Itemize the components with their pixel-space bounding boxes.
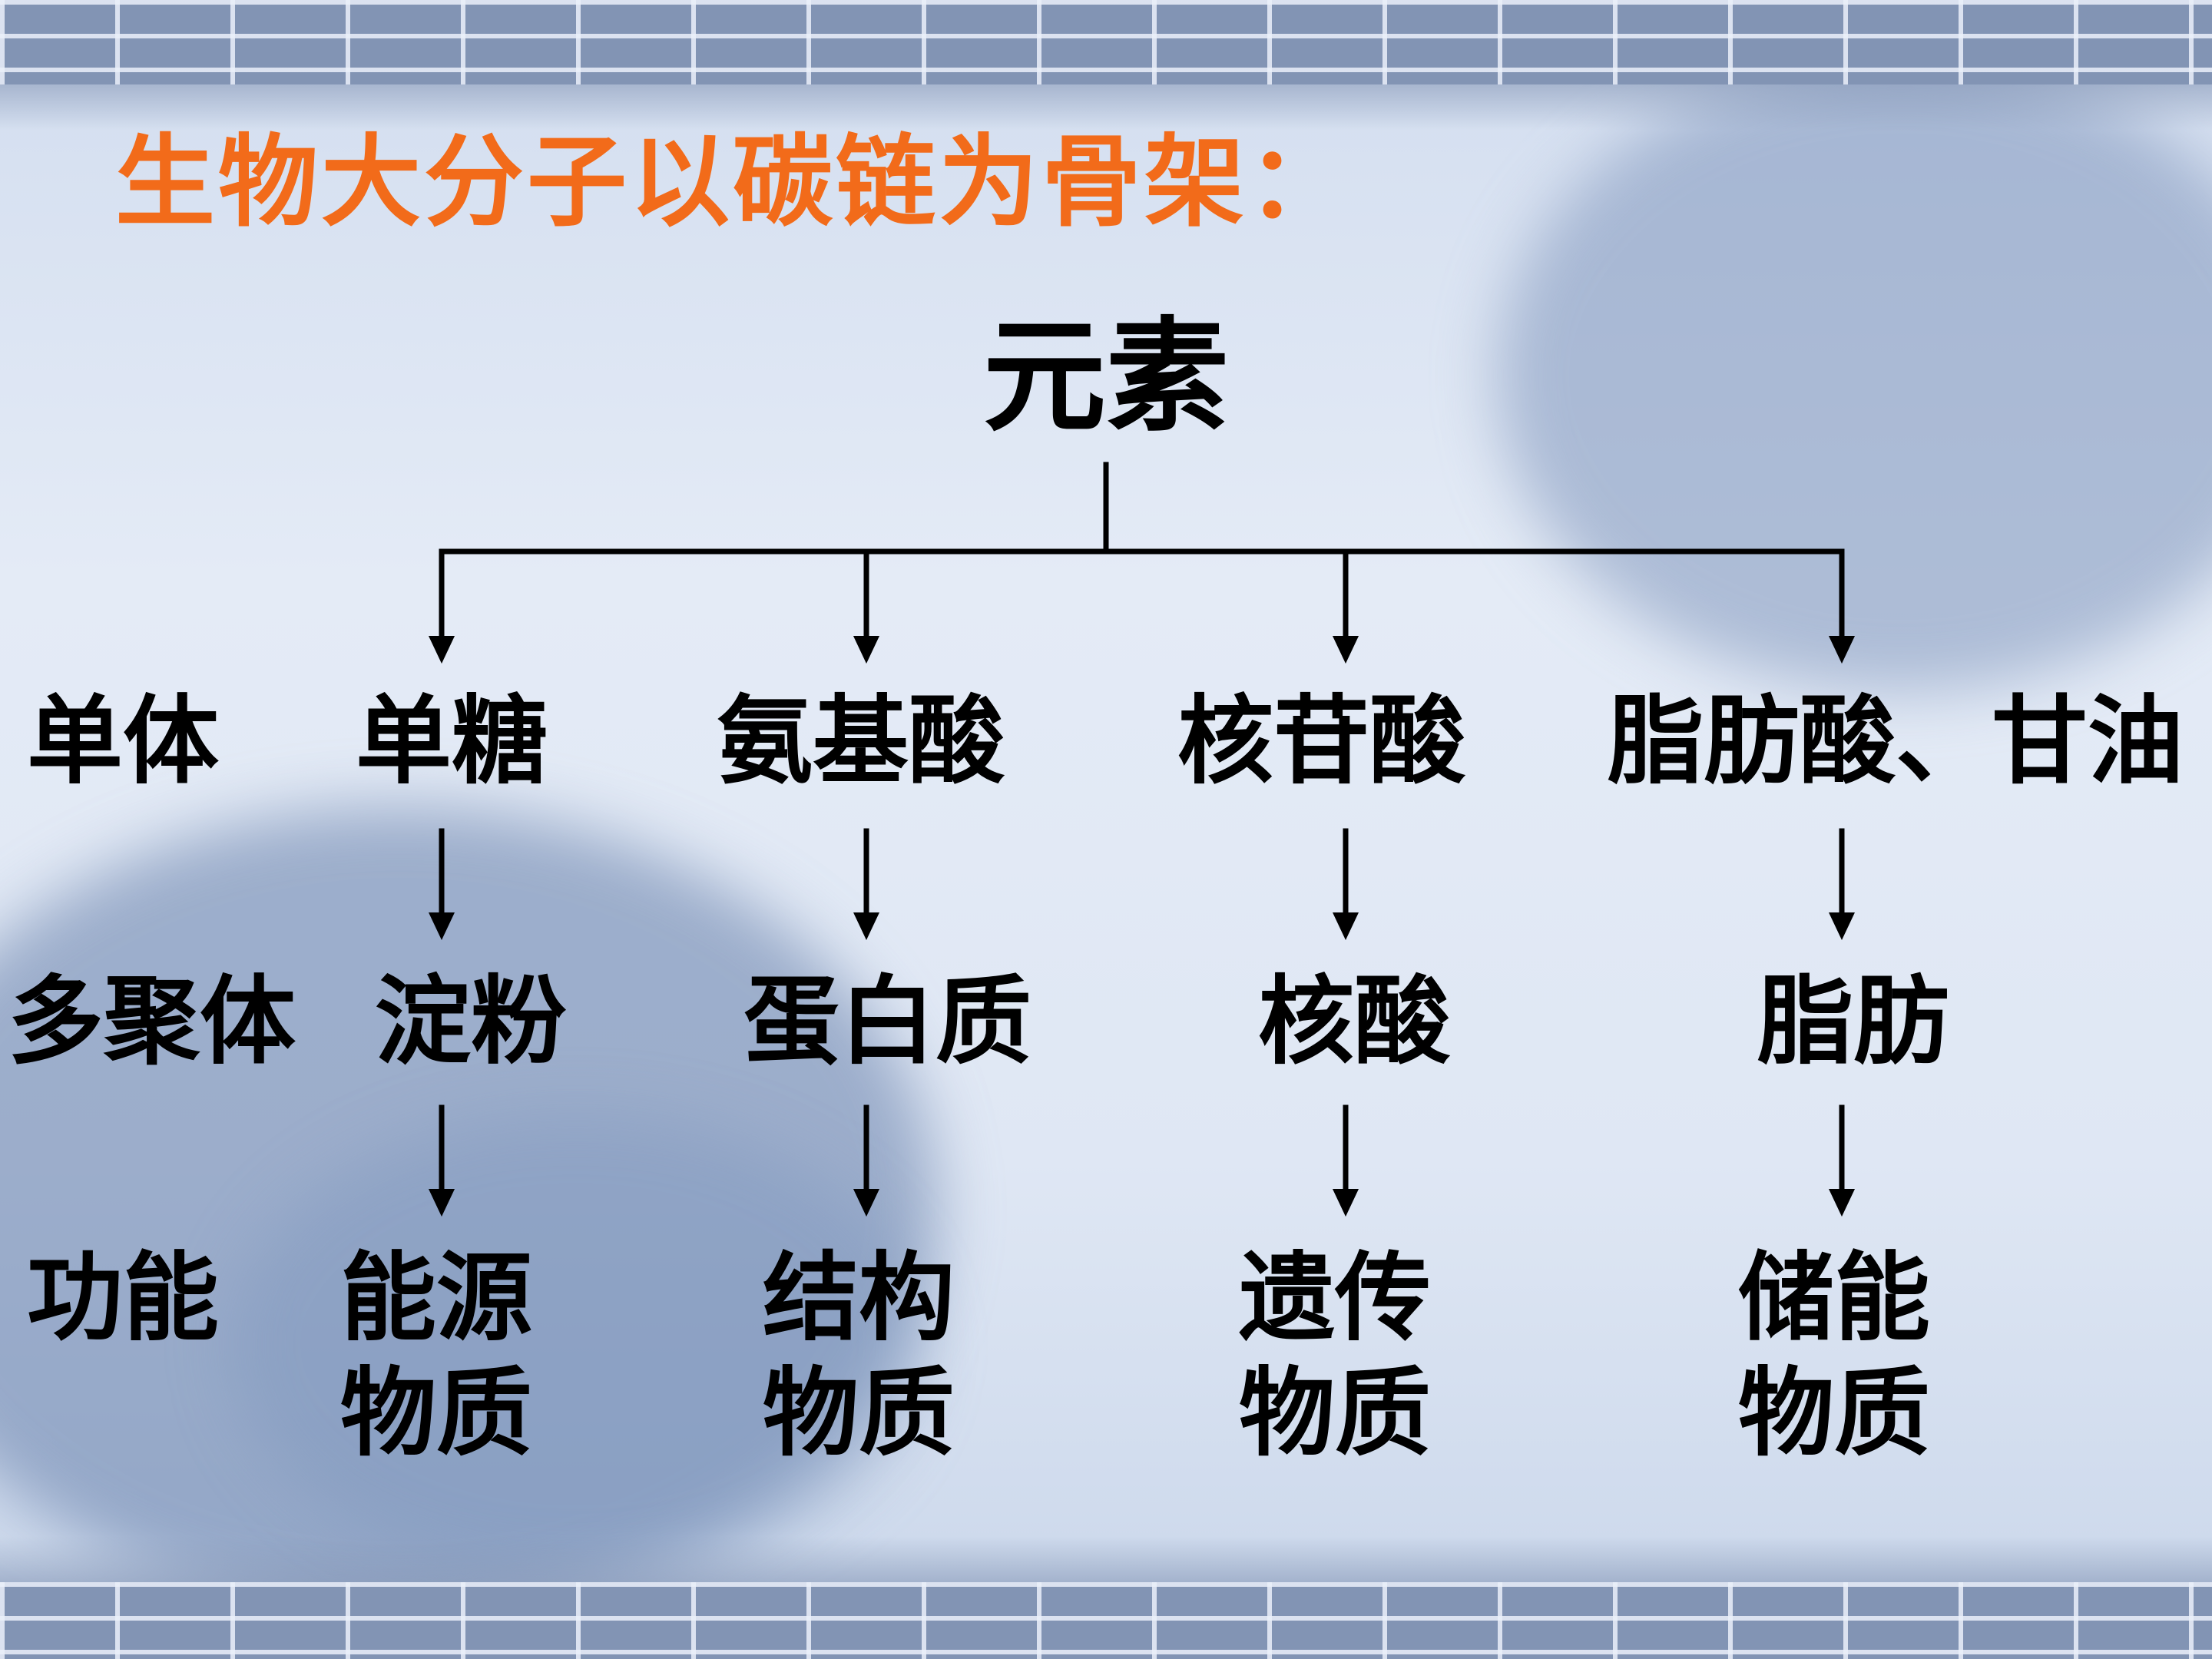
arrow-head bbox=[1829, 1189, 1855, 1217]
arrow-head bbox=[429, 636, 455, 664]
row-label-monomer: 单体 bbox=[27, 685, 219, 797]
root-node-elements: 元素 bbox=[983, 304, 1230, 449]
background-decoration bbox=[1498, 61, 2212, 691]
background-decoration bbox=[230, 1114, 922, 1575]
arrow-head bbox=[1333, 912, 1359, 940]
slide-title: 生物大分子以碳链为骨架： bbox=[115, 123, 1351, 240]
function-node-line1: 结构 bbox=[763, 1242, 955, 1354]
arrow-head bbox=[1829, 636, 1855, 664]
function-node-line1: 储能 bbox=[1738, 1242, 1930, 1354]
brick-border-top bbox=[0, 0, 2212, 84]
function-node-line2: 物质 bbox=[1239, 1357, 1431, 1469]
arrow-head bbox=[1333, 636, 1359, 664]
arrow-head bbox=[1829, 912, 1855, 940]
arrow-head bbox=[853, 636, 879, 664]
row-label-function: 功能 bbox=[27, 1242, 219, 1354]
monomer-node: 氨基酸 bbox=[717, 685, 1005, 797]
polymer-node: 脂肪 bbox=[1757, 965, 1949, 1078]
function-node-line1: 遗传 bbox=[1239, 1242, 1431, 1354]
arrow-head bbox=[853, 1189, 879, 1217]
monomer-node: 核苷酸 bbox=[1177, 685, 1465, 797]
function-node-line1: 能源 bbox=[340, 1242, 532, 1354]
arrow-head bbox=[429, 1189, 455, 1217]
polymer-node: 淀粉 bbox=[375, 965, 567, 1078]
background-decoration bbox=[0, 806, 937, 1613]
monomer-node: 单糖 bbox=[356, 685, 548, 797]
arrow-head bbox=[853, 912, 879, 940]
brick-border-shadow bbox=[0, 1536, 2212, 1582]
function-node-line2: 物质 bbox=[340, 1357, 532, 1469]
polymer-node: 核酸 bbox=[1258, 965, 1450, 1078]
row-label-polymer: 多聚体 bbox=[8, 965, 296, 1078]
function-node-line2: 物质 bbox=[1738, 1357, 1930, 1469]
monomer-node: 脂肪酸、甘油 bbox=[1608, 685, 2184, 797]
brick-border-shadow bbox=[0, 84, 2212, 131]
arrow-head bbox=[1333, 1189, 1359, 1217]
polymer-node: 蛋白质 bbox=[743, 965, 1031, 1078]
brick-border-bottom bbox=[0, 1582, 2212, 1659]
arrow-head bbox=[429, 912, 455, 940]
function-node-line2: 物质 bbox=[763, 1357, 955, 1469]
